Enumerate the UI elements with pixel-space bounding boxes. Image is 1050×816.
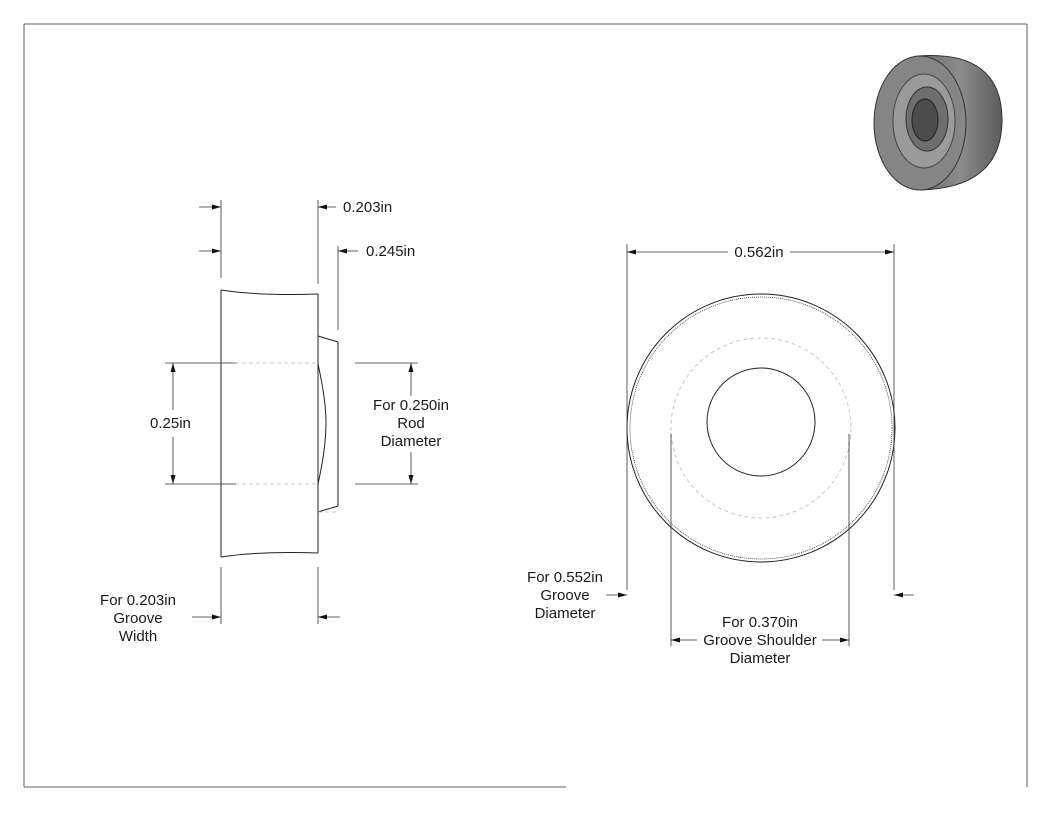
sheet-border bbox=[23, 23, 1028, 788]
rod-diameter-label-line3: Diameter bbox=[381, 433, 442, 450]
3d-bearing-render-icon bbox=[873, 55, 1003, 191]
groove-width-label-line1: For 0.203in bbox=[100, 592, 176, 609]
side-view: 0.203in 0.245in 0.25in For 0.250in Rod D… bbox=[100, 199, 449, 645]
groove-width-label-line3: Width bbox=[119, 628, 157, 645]
shoulder-label-line1: For 0.370in bbox=[722, 614, 798, 631]
rod-diameter-label-line2: Rod bbox=[397, 415, 425, 432]
rod-diameter-label-line1: For 0.250in bbox=[373, 397, 449, 414]
shoulder-label-line2: Groove Shoulder bbox=[703, 632, 816, 649]
dim-label-0-562: 0.562in bbox=[734, 244, 783, 261]
dim-label-0-245: 0.245in bbox=[366, 243, 415, 260]
groove-diameter-label-line2: Groove bbox=[540, 587, 589, 604]
shoulder-label-line3: Diameter bbox=[730, 650, 791, 667]
front-view: 0.562in For 0.552in Groove Diameter For … bbox=[527, 244, 914, 667]
groove-diameter-label-line1: For 0.552in bbox=[527, 569, 603, 586]
groove-width-label-line2: Groove bbox=[113, 610, 162, 627]
dim-label-0-25: 0.25in bbox=[150, 415, 191, 432]
dim-label-0-203: 0.203in bbox=[343, 199, 392, 216]
groove-diameter-label-line3: Diameter bbox=[535, 605, 596, 622]
